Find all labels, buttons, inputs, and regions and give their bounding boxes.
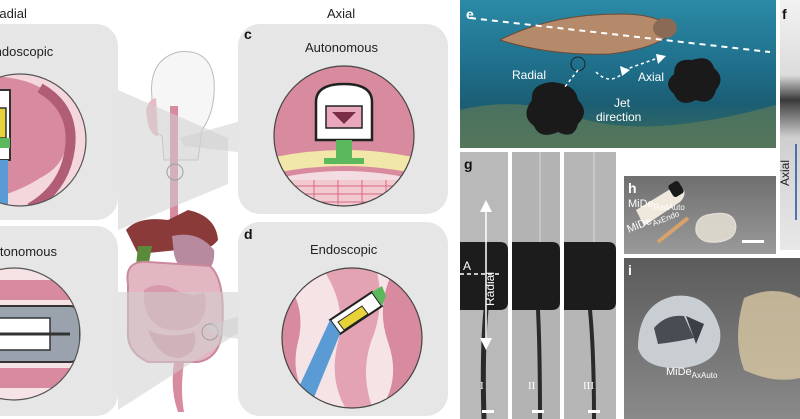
panel-e-jet-label-1: Jet — [614, 96, 631, 110]
panel-d-label: d — [244, 226, 253, 242]
panel-g-frame-2: II — [528, 380, 536, 392]
panel-g-radial-label: Radial — [483, 271, 498, 307]
panel-a-zoom-circle — [0, 73, 87, 207]
panel-f-label: f — [782, 6, 787, 22]
panel-i-device: MiDeAxAuto — [666, 366, 717, 380]
panel-e-jet-label-2: direction — [596, 110, 642, 124]
panel-a-title: Endoscopic — [0, 44, 54, 59]
panel-g-frame-3: III — [583, 380, 594, 392]
panel-f-axial-arrow — [795, 144, 797, 220]
header-axial: Axial — [327, 6, 356, 21]
panel-e-radial-label: Radial — [512, 68, 547, 82]
panel-g-marker-a: A — [463, 259, 472, 273]
panel-h-devices — [636, 181, 764, 244]
panel-b-zoom-circle — [0, 267, 81, 401]
panel-e-label: e — [466, 6, 474, 22]
panel-i-device-base: MiDe — [666, 366, 692, 378]
panel-g-frames — [460, 152, 616, 419]
panel-d-zoom-circle — [281, 267, 423, 409]
panel-i-label: i — [628, 262, 632, 278]
panel-b-title: Autonomous — [0, 244, 57, 259]
panel-f-photo — [780, 0, 800, 250]
panel-h-device-1-sub: RadAuto — [653, 203, 685, 213]
panel-d-title: Endoscopic — [310, 242, 378, 257]
panel-h-device-1-base: MiDe — [628, 198, 654, 210]
panel-g-label: g — [464, 156, 473, 172]
panel-e-illustration — [460, 13, 776, 148]
panel-e-axial-label: Axial — [638, 70, 665, 84]
panel-i-device-sub: AxAuto — [691, 371, 718, 381]
panel-c-title: Autonomous — [305, 40, 378, 55]
panel-h-label: h — [628, 180, 637, 196]
header-radial: Radial — [0, 6, 27, 21]
panel-c-label: c — [244, 26, 252, 42]
panel-h-device-1: MiDeRadAuto — [628, 198, 685, 212]
panel-i-devices — [638, 291, 800, 380]
panel-c-zoom-circle — [273, 65, 415, 207]
panel-f-axial-label: Axial — [778, 159, 793, 187]
panel-g-frame-1: I — [480, 380, 484, 392]
